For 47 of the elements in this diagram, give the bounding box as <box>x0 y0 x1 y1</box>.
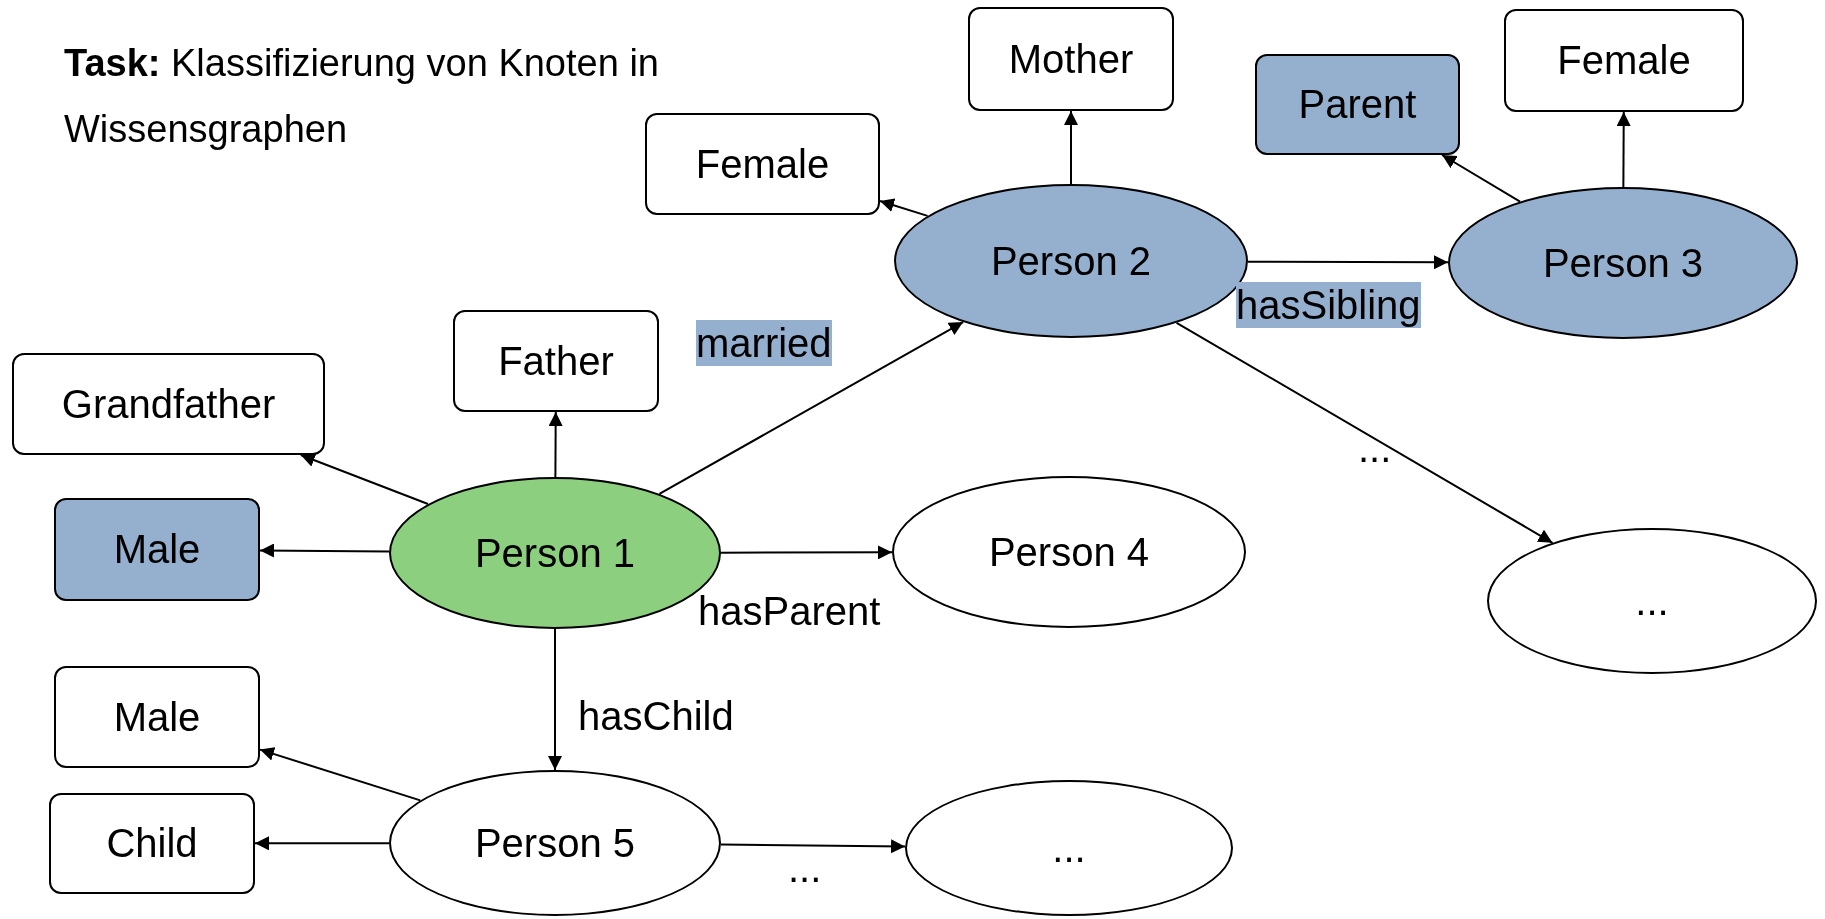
arrow <box>548 411 563 478</box>
class-box <box>12 353 325 455</box>
node-label: Male <box>113 527 201 572</box>
arrow <box>720 545 893 560</box>
node-label: Female <box>695 141 830 187</box>
node-label: Female <box>1557 38 1691 83</box>
arrow <box>1247 255 1449 270</box>
edge-label: ... <box>788 845 822 891</box>
class-box <box>1504 9 1744 112</box>
node-label: ... <box>1635 578 1669 624</box>
arrow <box>719 839 907 854</box>
arrow <box>1616 111 1631 188</box>
arrow <box>259 747 422 802</box>
edge-label: hasParent <box>698 588 881 634</box>
class-box <box>645 113 880 215</box>
class-box <box>49 793 255 894</box>
title: Task: Klassifizierung von Knoten in Wissensgraphen <box>64 41 660 152</box>
node-label: ... <box>1052 825 1086 871</box>
arrow <box>1064 110 1078 185</box>
node-label: Parent <box>1298 82 1417 127</box>
node-label: Child <box>106 821 198 866</box>
class-box <box>453 310 659 412</box>
arrow <box>1441 154 1522 203</box>
arrow <box>1175 321 1554 544</box>
edge-label: ... <box>1358 425 1392 471</box>
arrow <box>299 453 429 506</box>
edge-label: married <box>696 320 832 366</box>
arrow <box>879 198 929 217</box>
arrow <box>254 836 390 851</box>
node-label: Male <box>113 694 201 740</box>
edge-label: hasChild <box>578 693 734 739</box>
node-label: Grandfather <box>61 381 276 427</box>
arrow <box>259 543 391 558</box>
node-label: Person 1 <box>474 530 636 576</box>
node-label: Person 2 <box>990 238 1152 284</box>
edge-label: hasSibling <box>1236 282 1421 328</box>
arrow <box>658 321 965 495</box>
node-label: Father <box>498 338 614 384</box>
node-label: Mother <box>1008 36 1134 82</box>
class-box <box>54 666 260 768</box>
node-label: Person 4 <box>988 529 1150 575</box>
class-box <box>54 498 260 601</box>
class-box <box>1255 54 1460 155</box>
arrow <box>548 628 562 771</box>
node-label: Person 5 <box>474 820 636 866</box>
node-label: Person 3 <box>1542 240 1704 286</box>
class-box <box>968 7 1174 111</box>
